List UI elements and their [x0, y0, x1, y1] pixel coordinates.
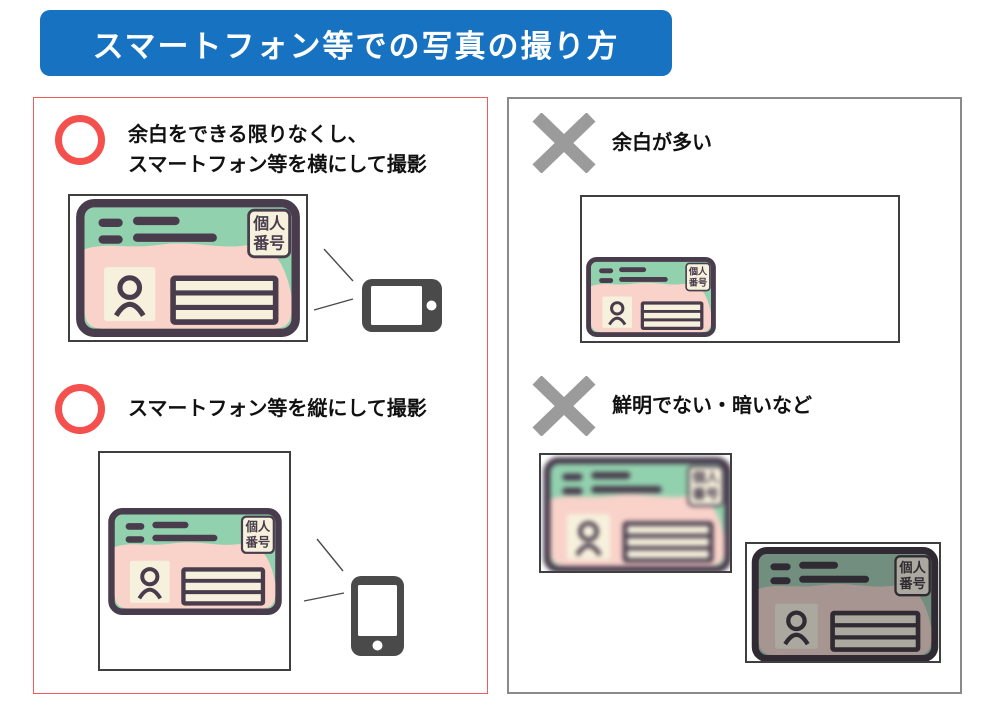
good-circle-icon: [55, 384, 105, 434]
projection-lines: [303, 538, 345, 602]
mynumber-card-icon-blurry: [543, 457, 732, 573]
bad-item2-label: 鮮明でない・暗いなど: [612, 395, 812, 417]
page-title: スマートフォン等での写真の撮り方: [92, 28, 620, 64]
projection-lines: [313, 248, 354, 311]
photo-frame-portrait: [98, 451, 291, 671]
mynumber-card-icon-dark: [750, 547, 940, 662]
photo-frame-landscape: [68, 194, 308, 342]
phone-landscape-icon: [362, 279, 442, 332]
good-examples-panel: 余白をできる限りなくし、 スマートフォン等を横にして撮影 スマートフォン等を縦に…: [33, 97, 488, 694]
bad-x-icon: [531, 113, 597, 173]
bad-x-icon: [531, 376, 597, 436]
good-item1-label-line1: 余白をできる限りなくし、: [128, 124, 368, 146]
photo-frame-dark: [745, 542, 941, 663]
mynumber-card-icon: [73, 199, 303, 337]
mynumber-card-icon-small: [586, 257, 716, 337]
title-banner: スマートフォン等での写真の撮り方: [40, 10, 672, 76]
bad-item1-label: 余白が多い: [612, 132, 712, 154]
mynumber-card-icon: [108, 508, 282, 615]
photo-frame-blurry: [539, 453, 732, 573]
good-circle-icon: [55, 115, 105, 165]
photo-frame-too-much-margin: [580, 195, 900, 343]
bad-examples-panel: 余白が多い 鮮明でない・暗いなど: [507, 97, 962, 694]
good-item1-label: 余白をできる限りなくし、 スマートフォン等を横にして撮影: [128, 120, 427, 180]
phone-portrait-icon: [351, 576, 404, 656]
good-item1-label-line2: スマートフォン等を横にして撮影: [128, 154, 427, 176]
good-item2-label: スマートフォン等を縦にして撮影: [128, 398, 427, 420]
